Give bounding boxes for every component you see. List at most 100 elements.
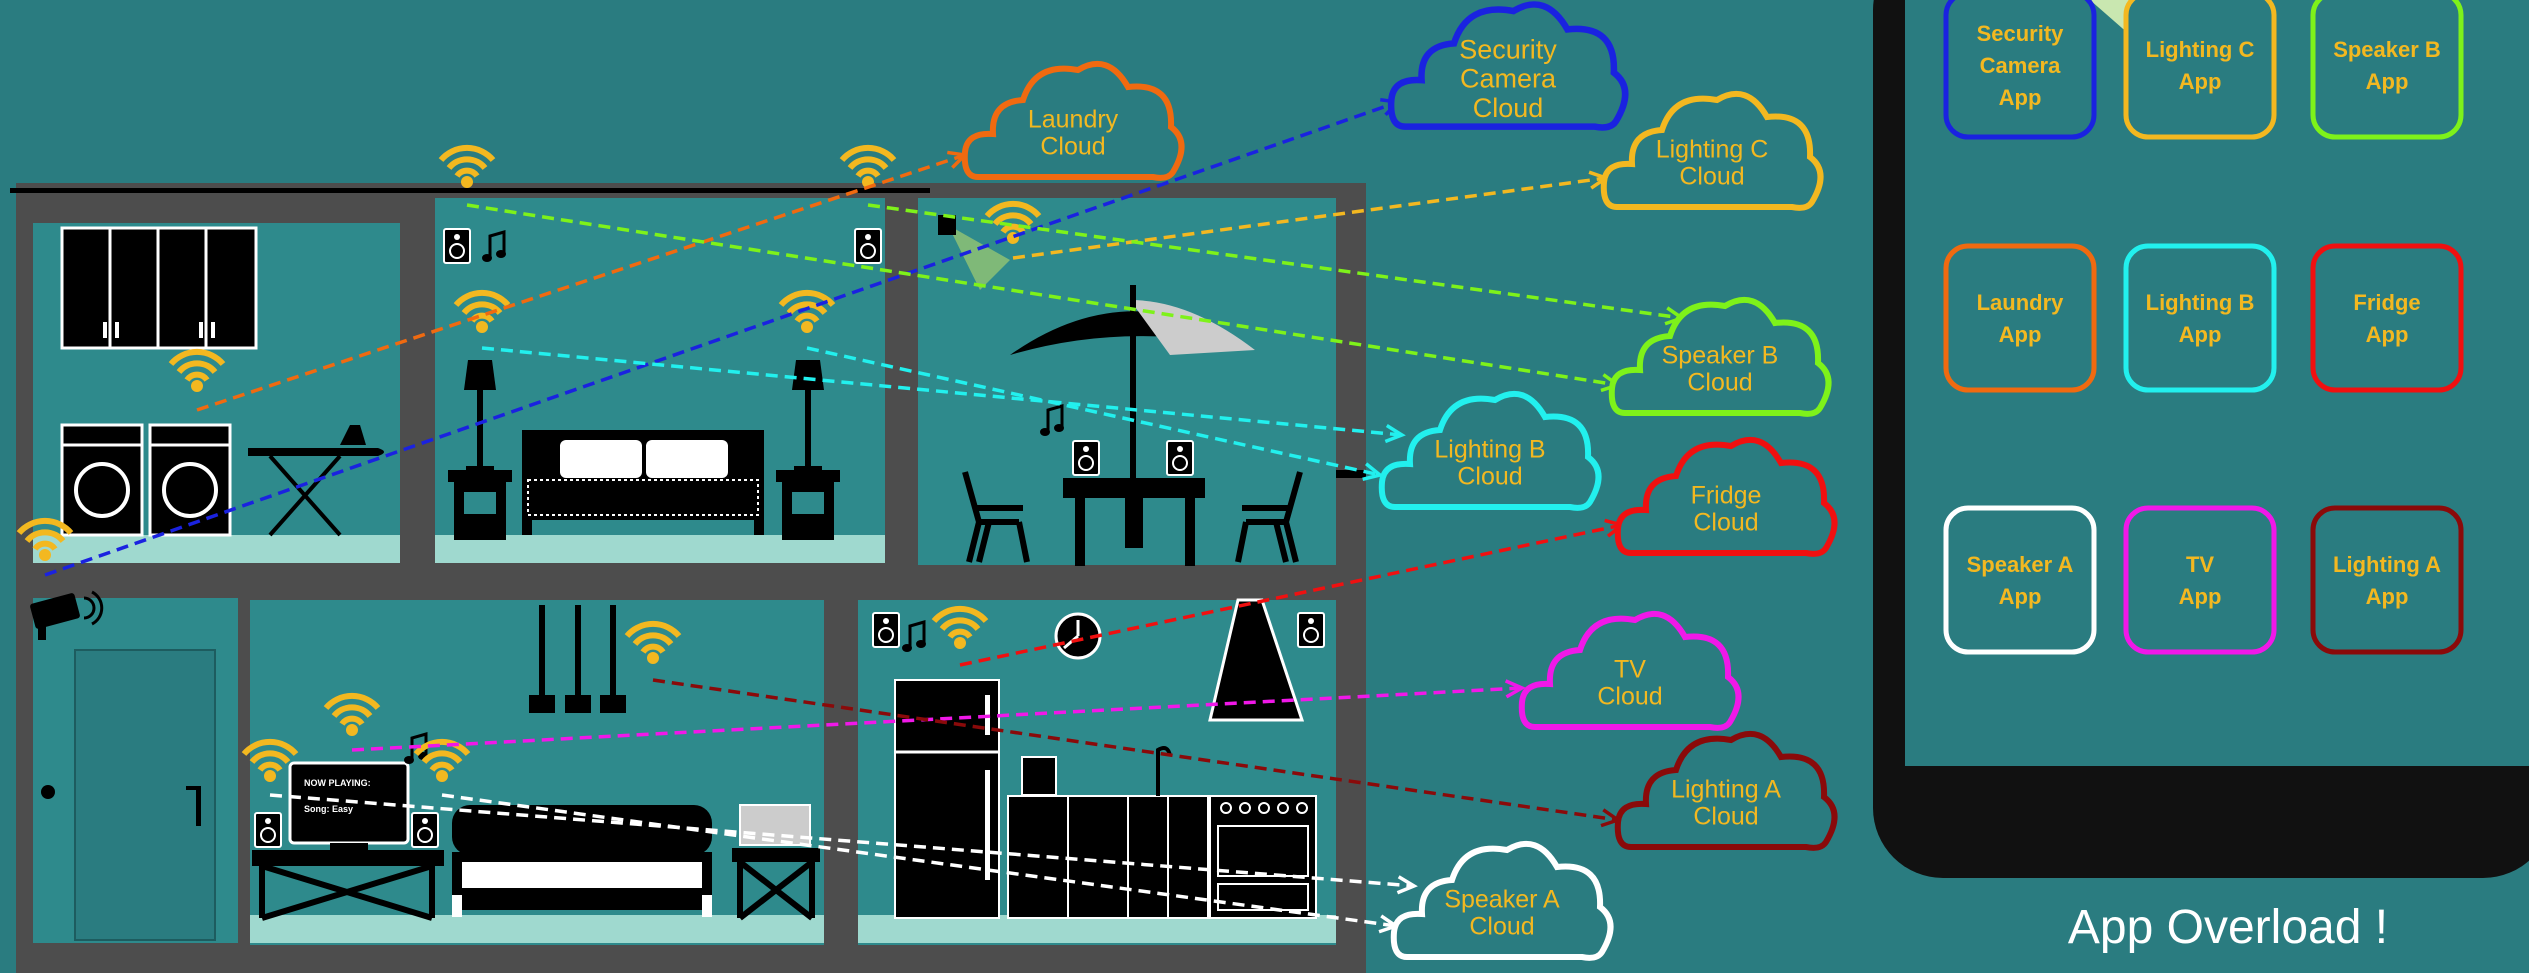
tv-now-playing: NOW PLAYING: [304, 778, 371, 788]
arrow-head-icon [1504, 679, 1526, 699]
app-label: App [2179, 69, 2222, 94]
app-tile[interactable] [2123, 243, 2277, 393]
app-speaker-b[interactable]: Speaker B App [2310, 0, 2464, 140]
app-tile[interactable] [2310, 0, 2464, 140]
patio-table-icon [1063, 478, 1205, 566]
app-label: App [1999, 85, 2042, 110]
speaker-icon [443, 228, 471, 264]
cloud-label: Cloud [1679, 163, 1744, 191]
app-tile[interactable] [2123, 505, 2277, 655]
connection-line-lighting-b [806, 346, 1381, 477]
cloud-icon [1378, 390, 1602, 511]
cloud-label: Lighting C [1656, 136, 1769, 164]
cloud-icon [1600, 90, 1824, 211]
cloud-label: TV [1614, 656, 1646, 684]
connection-line-lighting-c [1012, 176, 1607, 260]
connection-lines [44, 97, 1686, 934]
kitchen-cabinets-icon [1007, 746, 1209, 919]
ironing-board-icon [248, 425, 384, 537]
connection-line-security-camera [44, 100, 1399, 577]
connection-line-speaker-a [441, 793, 1397, 928]
app-label: Speaker A [1967, 552, 2074, 577]
railing [1336, 470, 1366, 478]
app-speaker-a[interactable]: Speaker A App [1943, 505, 2097, 655]
app-label: App [1999, 584, 2042, 609]
coffee-maker-icon [1021, 756, 1057, 796]
app-label: Lighting C [2146, 37, 2255, 62]
app-tile[interactable] [1943, 0, 2097, 140]
app-label: TV [2186, 552, 2214, 577]
cloud-label: Cloud [1040, 133, 1105, 161]
app-tv[interactable]: TV App [2123, 505, 2277, 655]
sofa-icon [452, 805, 712, 917]
speaker-icon [1166, 440, 1194, 476]
app-tile[interactable] [2310, 243, 2464, 393]
speaker-icon [1072, 440, 1100, 476]
cloud-icon [1608, 296, 1832, 417]
app-label: App [2179, 584, 2222, 609]
app-label: Fridge [2353, 290, 2420, 315]
app-label: Camera [1980, 53, 2061, 78]
cloud-label: Laundry [1028, 106, 1119, 134]
app-tile[interactable] [2310, 505, 2464, 655]
arrow-head-icon [1396, 875, 1418, 895]
connection-line-tv [351, 686, 1523, 752]
cloud-label: Cloud [1693, 803, 1758, 831]
speaker-icon [254, 812, 282, 848]
app-label: App [1999, 322, 2042, 347]
wifi-icon [441, 148, 493, 188]
connection-line-speaker-a [269, 793, 1415, 888]
speaker-icon [1297, 612, 1325, 648]
tv-icon: NOW PLAYING: Song: Easy [288, 761, 410, 853]
app-label: App [2366, 69, 2409, 94]
cloud-label: Cloud [1687, 369, 1752, 397]
cloud-label: Security [1459, 35, 1557, 65]
floor [250, 915, 824, 943]
connection-line-speaker-b [867, 203, 1683, 320]
arrow-head-icon [1384, 424, 1406, 444]
cloud-icon [1614, 436, 1838, 557]
arrow-head-icon [1362, 462, 1384, 482]
cloud-icon [1387, 1, 1629, 131]
cloud-label: Fridge [1691, 482, 1762, 510]
security-camera-icon [30, 590, 104, 640]
cloud-icon [1518, 610, 1742, 731]
speaker-icon [872, 612, 900, 648]
app-tile[interactable] [2123, 0, 2277, 140]
range-hood-icon [1208, 598, 1305, 722]
cloud-label: Speaker A [1444, 886, 1560, 914]
pendant-lights-icon [529, 605, 626, 713]
speaker-icon [411, 812, 439, 848]
connection-line-laundry [196, 153, 966, 412]
app-lighting-c[interactable]: Lighting C App [2123, 0, 2277, 140]
app-label: Lighting A [2333, 552, 2441, 577]
cloud-label: Cloud [1457, 463, 1522, 491]
connection-line-lighting-a [652, 678, 1619, 822]
cloud-icon [961, 60, 1185, 181]
app-label: Laundry [1977, 290, 2065, 315]
nightstand-icon [776, 470, 840, 540]
cloud-icon [1614, 730, 1838, 851]
app-label: Speaker B [2333, 37, 2441, 62]
door-icon [41, 649, 216, 941]
app-tile[interactable] [1943, 243, 2097, 393]
app-tile[interactable] [1943, 505, 2097, 655]
cloud-label: Lighting A [1671, 776, 1781, 804]
